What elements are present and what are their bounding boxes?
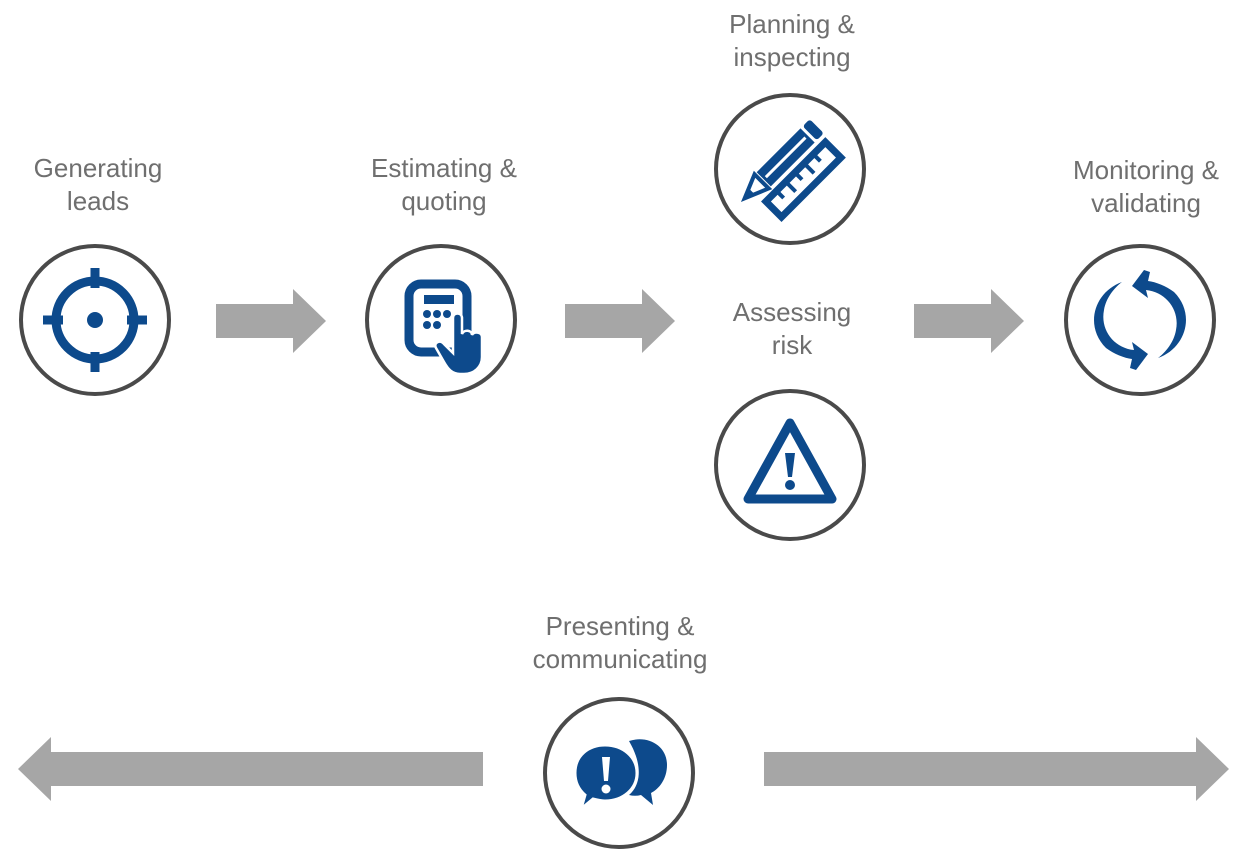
label-planning-inspecting: Planning & inspecting [692,8,892,74]
arrow-estimating-to-planning [565,289,675,353]
label-line: validating [1091,188,1201,218]
arrow-planning-to-monitoring [914,289,1024,353]
label-assessing-risk: Assessing risk [692,296,892,362]
label-line: communicating [532,644,708,674]
calculator-tap-icon [404,279,484,376]
label-line: Presenting & [545,611,695,641]
target-icon [43,268,147,372]
label-line: risk [771,330,813,360]
label-monitoring-validating: Monitoring & validating [1041,154,1251,220]
label-estimating-quoting: Estimating & quoting [344,152,544,218]
step-circle-planning-inspecting [714,93,866,245]
step-circle-assessing-risk [714,389,866,541]
label-line: Planning & [729,9,855,39]
warning-triangle-icon [743,418,837,504]
step-circle-monitoring-validating [1064,244,1216,396]
label-line: leads [66,186,130,216]
arrow-left-long [18,737,483,801]
label-generating-leads: Generating leads [0,152,196,218]
step-circle-generating-leads [19,244,171,396]
label-line: Estimating & [371,153,517,183]
refresh-cycle-icon [1094,270,1186,370]
arrow-right-long [764,737,1229,801]
speech-bubbles-icon [573,739,667,814]
step-circle-presenting-communicating [543,697,695,849]
label-line: inspecting [733,42,851,72]
step-circle-estimating-quoting [365,244,517,396]
label-line: Monitoring & [1073,155,1219,185]
label-line: Generating [33,153,163,183]
pencil-ruler-icon [740,120,846,223]
arrow-generating-to-estimating [216,289,326,353]
label-presenting-communicating: Presenting & communicating [510,610,730,676]
label-line: quoting [401,186,487,216]
label-line: Assessing [732,297,852,327]
